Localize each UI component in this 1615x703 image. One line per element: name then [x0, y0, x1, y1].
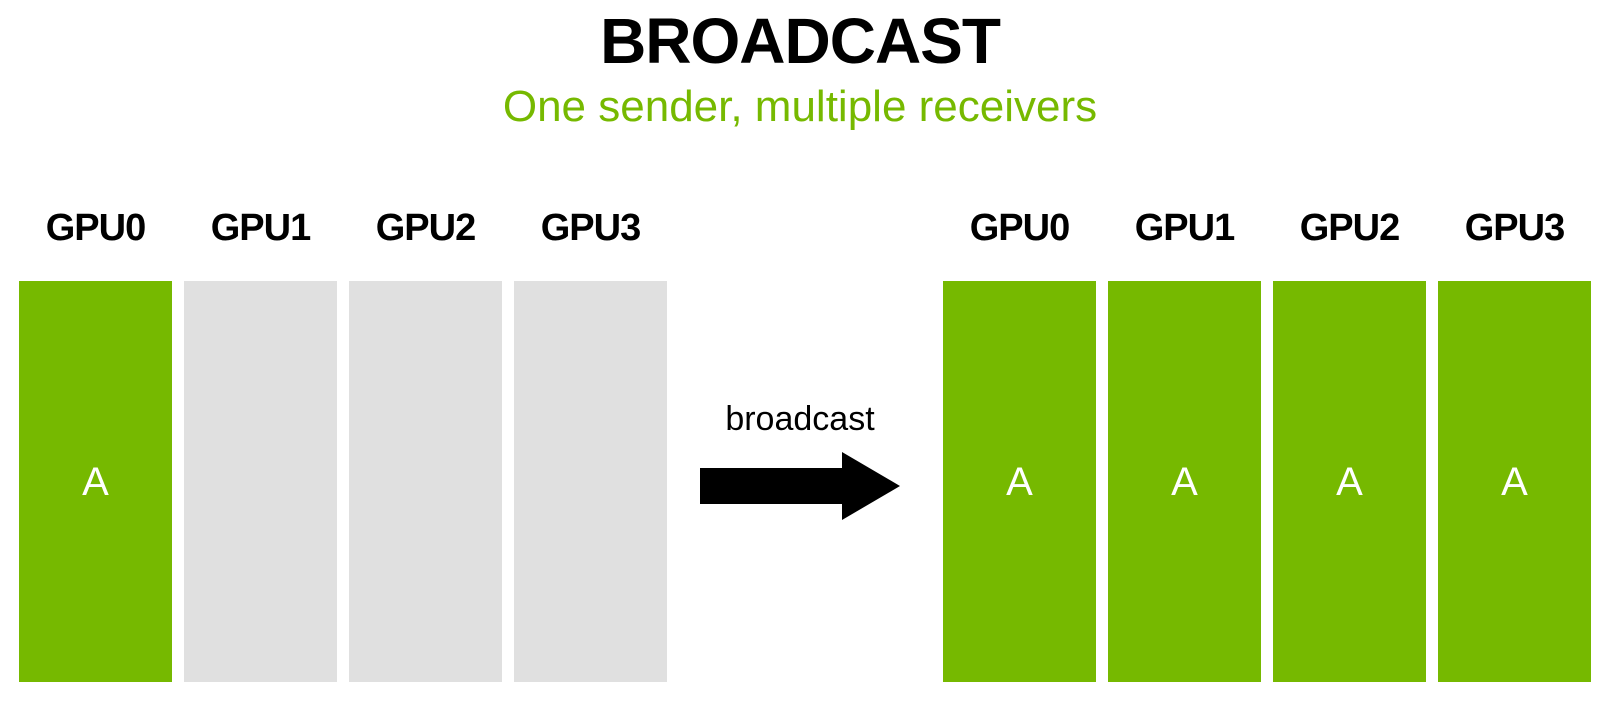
before-group: GPU0 A GPU1 GPU2 GPU3	[19, 206, 667, 682]
gpu-memory-bar: A	[19, 281, 172, 682]
gpu-column-after-0: GPU0 A	[943, 206, 1096, 682]
gpu-memory-bar	[349, 281, 502, 682]
gpu-label: GPU1	[210, 207, 311, 249]
gpu-label: GPU3	[540, 207, 641, 249]
gpu-memory-bar: A	[1108, 281, 1261, 682]
gpu-column-before-2: GPU2	[349, 206, 502, 682]
page-subtitle: One sender, multiple receivers	[502, 82, 1098, 131]
gpu-label: GPU0	[969, 207, 1070, 249]
broadcast-arrow-icon	[700, 452, 900, 520]
operation-arrow-group: broadcast	[700, 399, 900, 522]
gpu-memory-bar: A	[1273, 281, 1426, 682]
gpu-column-before-1: GPU1	[184, 206, 337, 682]
buffer-value: A	[1006, 459, 1033, 504]
gpu-label: GPU2	[375, 207, 476, 249]
gpu-column-before-3: GPU3	[514, 206, 667, 682]
gpu-memory-bar: A	[1438, 281, 1591, 682]
gpu-column-after-3: GPU3 A	[1438, 206, 1591, 682]
operation-label: broadcast	[725, 400, 875, 438]
gpu-memory-bar	[514, 281, 667, 682]
page-title: BROADCAST	[600, 5, 1001, 77]
buffer-value: A	[1336, 459, 1363, 504]
slide-header: BROADCAST One sender, multiple receivers	[0, 0, 1600, 132]
buffer-value: A	[1501, 459, 1528, 504]
gpu-label: GPU3	[1464, 207, 1565, 249]
buffer-value: A	[1171, 459, 1198, 504]
gpu-memory-bar	[184, 281, 337, 682]
gpu-column-after-2: GPU2 A	[1273, 206, 1426, 682]
buffer-value: A	[82, 459, 109, 504]
gpu-label: GPU2	[1299, 207, 1400, 249]
gpu-label: GPU1	[1134, 207, 1235, 249]
gpu-memory-bar: A	[943, 281, 1096, 682]
gpu-column-before-0: GPU0 A	[19, 206, 172, 682]
gpu-column-after-1: GPU1 A	[1108, 206, 1261, 682]
after-group: GPU0 A GPU1 A GPU2 A GPU3 A	[943, 206, 1591, 682]
gpu-label: GPU0	[45, 207, 146, 249]
